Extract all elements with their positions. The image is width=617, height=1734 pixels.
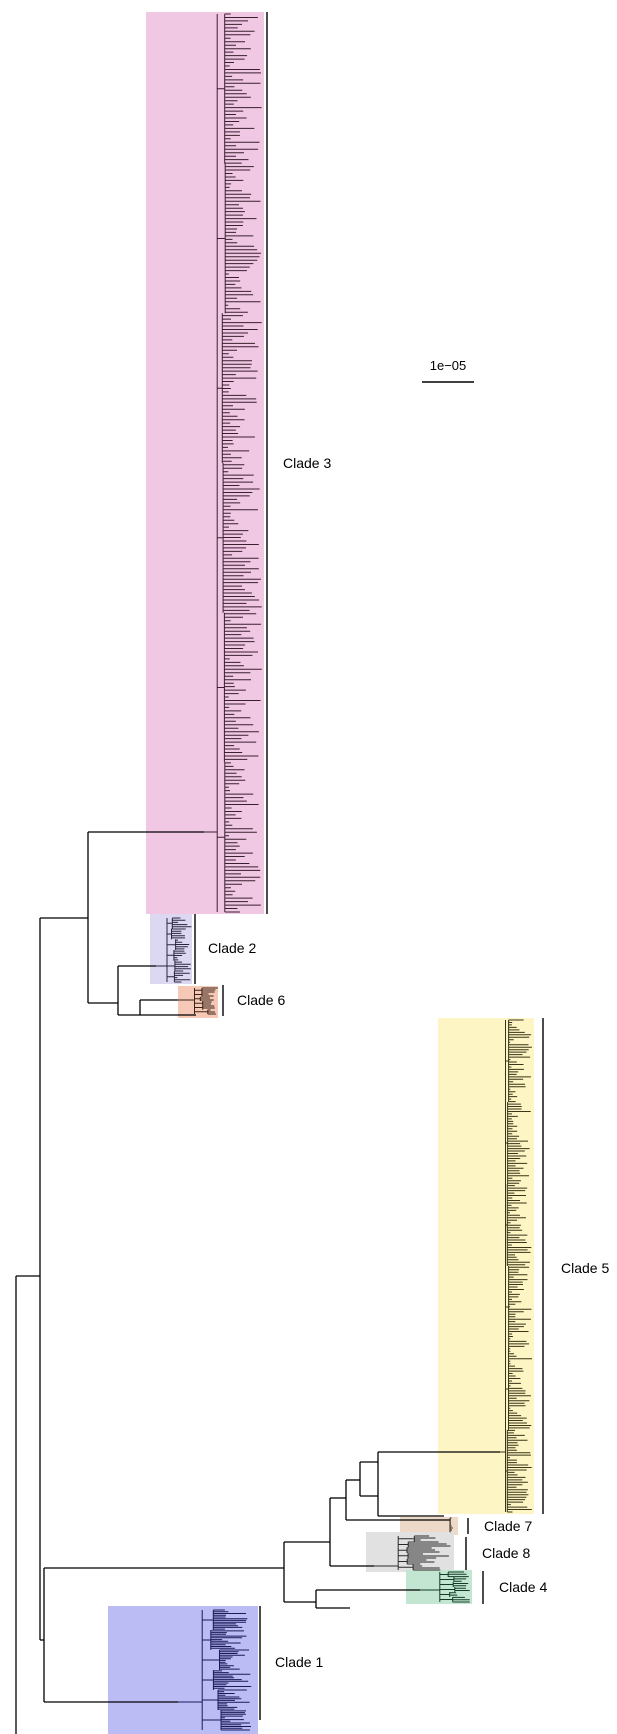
- clade-3-label: Clade 3: [283, 455, 331, 471]
- subtree-branches: [420, 1571, 470, 1603]
- clade-7-label: Clade 7: [484, 1518, 532, 1534]
- subtree-branches: [178, 1609, 252, 1731]
- subtree-branches: [500, 1019, 532, 1513]
- clade-2-subtree: [156, 917, 192, 983]
- clade-8-subtree: [374, 1535, 451, 1571]
- clade-6-subtree: [178, 987, 218, 1015]
- clade-7-subtree: [449, 1517, 453, 1533]
- clade-5-subtree: [500, 1019, 532, 1513]
- subtree-branches: [178, 987, 218, 1015]
- clade-4-subtree: [420, 1571, 470, 1603]
- clade-4-label: Clade 4: [499, 1579, 547, 1595]
- clade-1-subtree: [178, 1609, 252, 1731]
- clade-subtrees: [156, 13, 532, 1731]
- clade-6-label: Clade 6: [237, 992, 285, 1008]
- clade-2-band: [150, 914, 192, 984]
- subtree-branches: [156, 917, 192, 983]
- clade-3-subtree: [204, 13, 262, 913]
- clade-3-band: [146, 12, 264, 914]
- clade-8-label: Clade 8: [482, 1545, 530, 1561]
- subtree-branches: [449, 1517, 453, 1533]
- scale-bar: 1e−05: [422, 358, 474, 383]
- subtree-branches: [374, 1535, 451, 1571]
- clade-4-band: [406, 1570, 472, 1604]
- clade-1-label: Clade 1: [275, 1654, 323, 1670]
- clade-5-band: [438, 1018, 534, 1514]
- clade-5-label: Clade 5: [561, 1260, 609, 1276]
- clade-2-label: Clade 2: [208, 940, 256, 956]
- clade-6-band: [178, 986, 218, 1018]
- clade-brackets: [194, 12, 544, 1720]
- clade-labels: Clade 3 Clade 2 Clade 6 Clade 5 Clade 7 …: [208, 455, 609, 1670]
- clade-7-band: [400, 1517, 458, 1535]
- scale-bar-label: 1e−05: [430, 358, 467, 373]
- tree-backbone: [15, 831, 500, 1734]
- subtree-branches: [204, 13, 262, 913]
- clade-highlight-bands: [108, 12, 534, 1734]
